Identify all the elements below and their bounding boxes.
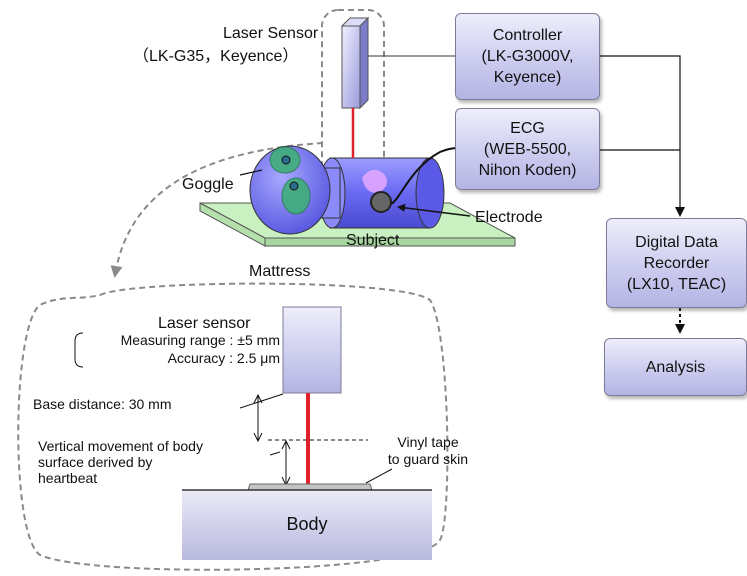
laser-sensor-device — [341, 25, 361, 109]
base-distance-label: Base distance: 30 mm — [33, 396, 172, 412]
vinyl-tape-pointer — [365, 468, 393, 484]
mattress-label: Mattress — [249, 263, 311, 280]
laser-sensor-model: （LK-G35，Keyence） — [133, 48, 299, 65]
goggle-lens-lower — [281, 177, 311, 215]
chest-highlight — [362, 169, 388, 193]
vinyl-tape-label: Vinyl tape to guard skin — [387, 434, 469, 467]
detail-laser-sensor — [282, 306, 342, 394]
goggle-eye-upper — [281, 155, 291, 165]
base-distance-arrowhead-top — [253, 393, 263, 404]
vertical-movement-label: Vertical movement of body surface derive… — [38, 438, 203, 486]
mattress-side — [199, 202, 266, 247]
subject-label: Subject — [346, 232, 400, 249]
electrode-pointer — [397, 203, 471, 217]
body-block — [182, 490, 432, 560]
laser-sensor-side — [359, 16, 369, 110]
goggle-pointer — [239, 169, 263, 176]
vinyl-tape — [247, 483, 373, 491]
body-label: Body — [286, 514, 328, 534]
goggle-eye-lower — [289, 181, 299, 191]
controller-box: Controller (LK-G3000V, Keyence) — [455, 13, 600, 100]
movement-arrowhead-top — [281, 439, 291, 450]
electrode-label: Electrode — [475, 209, 543, 226]
detail-laser-sensor-label: Laser sensor — [158, 315, 251, 332]
controller-to-recorder-line — [600, 55, 685, 217]
accuracy-label: Accuracy : 2.5 μm — [167, 350, 280, 366]
sensor-spec-bracket — [74, 332, 84, 368]
digital-data-recorder-box: Digital Data Recorder (LX10, TEAC) — [606, 218, 747, 308]
electrode — [370, 191, 392, 213]
base-distance-arrowhead-bottom — [253, 432, 263, 443]
ecg-box: ECG (WEB-5500, Nihon Koden) — [455, 108, 600, 190]
movement-pointer — [269, 451, 281, 456]
laser-sensor-title: Laser Sensor — [223, 25, 319, 42]
goggle-label: Goggle — [182, 176, 234, 193]
measuring-range-label: Measuring range : ±5 mm — [120, 332, 280, 348]
analysis-box: Analysis — [604, 338, 747, 396]
detail-view-outline — [17, 282, 449, 571]
